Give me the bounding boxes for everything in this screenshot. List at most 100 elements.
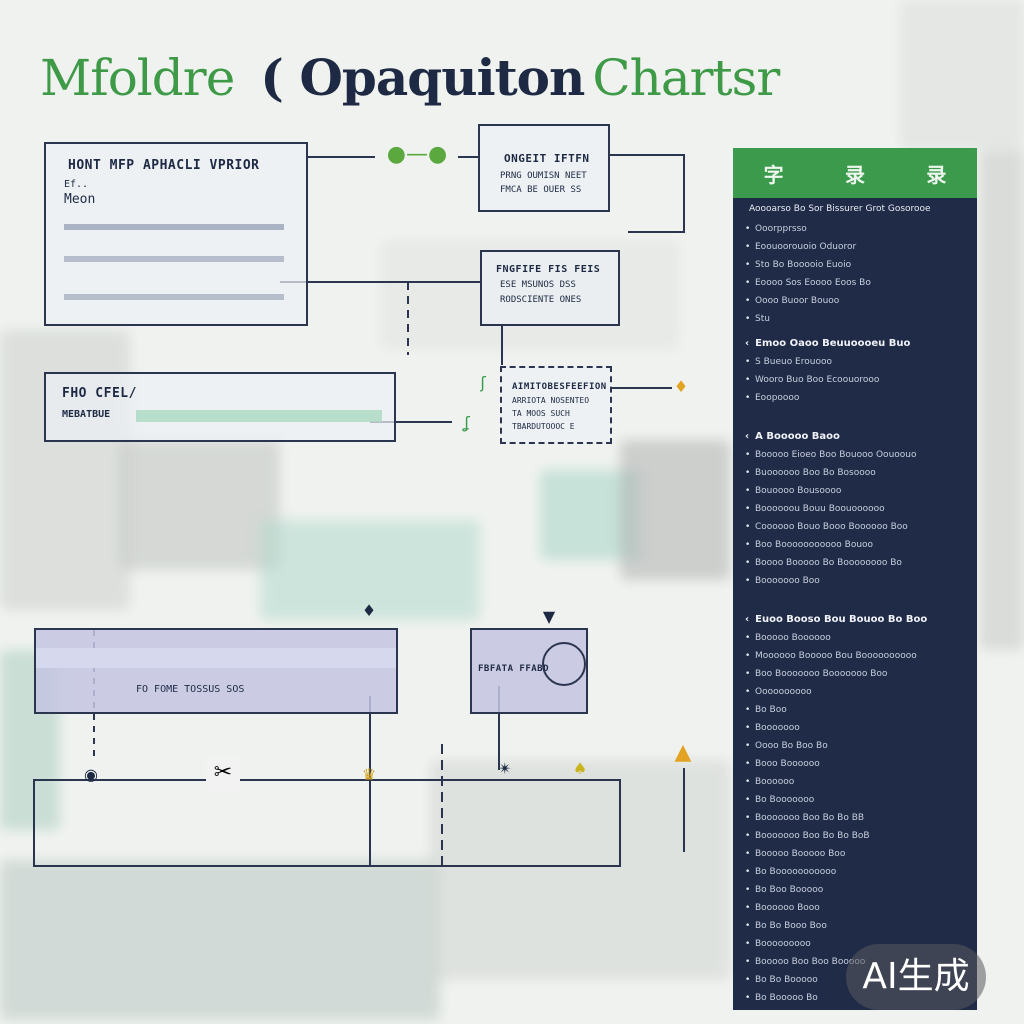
- process-box-e[interactable]: AIMITOBESFEEFION ARRIOTA NOSENTEO TA MOO…: [500, 366, 612, 444]
- panel-list-item: Boooooou Bouu Boouoooooo: [733, 500, 977, 518]
- box-d-heading: FHO CFEL/: [62, 386, 137, 401]
- chevron-left-icon: ‹: [745, 338, 750, 349]
- panel-list-item: Oooo Buoor Bouoo: [733, 292, 977, 310]
- box-a-field: [64, 256, 284, 262]
- box-a-field: [64, 224, 284, 230]
- title-part-3: Chartsr: [592, 49, 780, 107]
- panel-section-label: Emoo Oaoo Beuuoooeu Buo: [755, 338, 911, 349]
- panel-section-label: Euoo Booso Bou Bouoo Bo Boo: [755, 614, 928, 625]
- panel-groups: OoorpprssoEoouoorouoio OduororSto Bo Boo…: [733, 216, 977, 1010]
- process-box-g[interactable]: FBFATA FFABD: [470, 628, 588, 714]
- panel-list-item: Booo Boooooo: [733, 755, 977, 773]
- tools-icon: ✂: [206, 756, 240, 790]
- outline-panel: 字 录 录 Aoooarso Bo Sor Bissurer Grot Goso…: [733, 148, 977, 1010]
- plant-icon: ♠: [572, 759, 588, 778]
- process-box-a[interactable]: HONT MFP APHACLI VPRIOR Ef.. Meon: [44, 142, 308, 326]
- box-c-heading: FNGFIFE FIS FEIS: [496, 264, 601, 275]
- box-a-field: [64, 294, 284, 300]
- panel-header-col: 录: [844, 162, 865, 187]
- panel-list-item: Oooooooooo: [733, 683, 977, 701]
- box-c-line: RODSCIENTE ONES: [500, 295, 582, 305]
- panel-list-item: Bo Boo: [733, 701, 977, 719]
- panel-list-item: Bo Bo Booooo: [733, 971, 977, 989]
- panel-header-col: 录: [926, 162, 947, 187]
- box-b-line: FMCA BE OUER SS: [500, 185, 582, 195]
- funnel-icon: ▼: [542, 607, 556, 626]
- panel-list-item: Booooooo Boo Bo Bo BB: [733, 809, 977, 827]
- title-part-2: ( Opaquiton: [260, 48, 585, 107]
- panel-list-item: Boooo Booooo Bo Boooooooo Bo: [733, 554, 977, 572]
- panel-list-item: Bouoooo Bousoooo: [733, 482, 977, 500]
- box-b-heading: ONGEIT IFTFN: [504, 152, 590, 165]
- panel-list-item: Booooooo Boo: [733, 572, 977, 590]
- chevron-left-icon: ‹: [745, 614, 750, 625]
- panel-list-item: Ooorpprsso: [733, 220, 977, 238]
- process-box-d[interactable]: FHO CFEL/ MEBATBUE: [44, 372, 396, 442]
- title-part-1: Mfoldre: [40, 49, 235, 107]
- box-g-circle: [542, 642, 586, 686]
- panel-list-item: Booooooo: [733, 719, 977, 737]
- panel-list-item: Buoooooo Boo Bo Bosoooo: [733, 464, 977, 482]
- panel-section-title[interactable]: ‹ Euoo Booso Bou Bouoo Bo Boo: [733, 604, 977, 629]
- panel-list-item: Bo Booooooo: [733, 791, 977, 809]
- box-d-line: MEBATBUE: [62, 409, 111, 420]
- panel-list-item: Sto Bo Booooio Euoio: [733, 256, 977, 274]
- ai-generated-badge: AI生成: [846, 944, 986, 1010]
- panel-list-item: Boo Booooooo Booooooo Boo: [733, 665, 977, 683]
- panel-spacer: [733, 407, 977, 421]
- box-a-line: Meon: [64, 192, 96, 207]
- panel-spacer: [733, 590, 977, 604]
- leaf-icon: ʃ: [480, 373, 486, 392]
- camera-icon: ◉: [84, 765, 98, 784]
- panel-list-item: Bo Boo Booooo: [733, 881, 977, 899]
- panel-list-item: Booooo Boo Boo Booooo: [733, 953, 977, 971]
- panel-list-item: Booooooooo: [733, 935, 977, 953]
- box-f-line: FO FOME TOSSUS SOS: [136, 684, 245, 695]
- panel-section-title[interactable]: ‹ Emoo Oaoo Beuuoooeu Buo: [733, 328, 977, 353]
- panel-header-col: 字: [763, 162, 784, 187]
- panel-list-item: Oooo Bo Boo Bo: [733, 737, 977, 755]
- panel-list-item: Stu: [733, 310, 977, 328]
- panel-list-item: Eoooo Sos Eoooo Eoos Bo: [733, 274, 977, 292]
- box-d-field: [136, 410, 382, 422]
- pin-icon: ♦: [361, 601, 377, 620]
- box-a-heading: HONT MFP APHACLI VPRIOR: [68, 158, 260, 173]
- box-f-field: [36, 648, 396, 668]
- panel-list-item: S Bueuo Erouooo: [733, 353, 977, 371]
- process-box-f[interactable]: FO FOME TOSSUS SOS: [34, 628, 398, 714]
- box-g-heading: FBFATA FFABD: [478, 664, 550, 674]
- panel-subtitle: Aoooarso Bo Sor Bissurer Grot Gosorooe: [749, 204, 931, 214]
- panel-list-item: Booooo Booooo Boo: [733, 845, 977, 863]
- panel-list-item: Wooro Buo Boo Ecoouorooo: [733, 371, 977, 389]
- lamp-icon: ▲: [674, 740, 692, 765]
- panel-list-item: Bo Bo Booo Boo: [733, 917, 977, 935]
- chevron-left-icon: ‹: [745, 431, 750, 442]
- box-e-line: TA MOOS SUCH: [512, 409, 570, 418]
- leaf-icon: ʆ: [464, 413, 470, 432]
- panel-list-item: Moooooo Booooo Bou Boooooooooo: [733, 647, 977, 665]
- box-b-line: PRNG OUMISN NEET: [500, 171, 587, 181]
- panel-section-label: A Booooo Baoo: [755, 431, 840, 442]
- panel-list-item: Boo Booooooooooo Bouoo: [733, 536, 977, 554]
- panel-list-item: Boooooo Booo: [733, 899, 977, 917]
- panel-list-item: Bo Booooooooooo: [733, 863, 977, 881]
- box-e-line: ARRIOTA NOSENTEO: [512, 396, 590, 405]
- box-c-line: ESE MSUNOS DSS: [500, 280, 576, 290]
- box-a-line: Ef..: [64, 179, 89, 190]
- panel-list-item: Booooo Boooooo: [733, 629, 977, 647]
- compass-icon: ✴: [498, 759, 512, 778]
- process-box-b[interactable]: ONGEIT IFTFN PRNG OUMISN NEET FMCA BE OU…: [478, 124, 610, 212]
- box-e-line: TBARDUTOOOC E: [512, 422, 575, 431]
- bulb-icon: ♦: [673, 377, 689, 396]
- glasses-icon: ●—●: [386, 142, 448, 167]
- process-box-c[interactable]: FNGFIFE FIS FEIS ESE MSUNOS DSS RODSCIEN…: [480, 250, 620, 326]
- panel-section-title[interactable]: ‹ A Booooo Baoo: [733, 421, 977, 446]
- panel-list-item: Booooo Eioeo Boo Bouooo Oouoouo: [733, 446, 977, 464]
- panel-list-item: Booooooo Boo Bo Bo BoB: [733, 827, 977, 845]
- trophy-icon: ♛: [361, 765, 377, 784]
- panel-list-item: Eoopoooo: [733, 389, 977, 407]
- panel-list-item: Boooooo: [733, 773, 977, 791]
- panel-list-item: Coooooo Bouo Booo Boooooo Boo: [733, 518, 977, 536]
- box-e-heading: AIMITOBESFEEFION: [512, 382, 607, 392]
